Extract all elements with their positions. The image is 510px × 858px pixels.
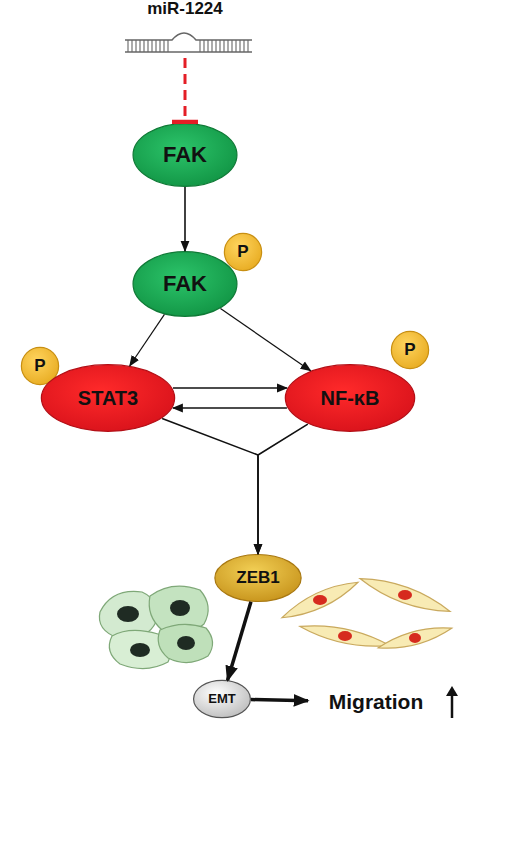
base-pair-ticks [128, 40, 248, 52]
transcription-factor-node: ZEB1 [214, 554, 302, 602]
node-label: EMT [208, 692, 235, 706]
node-label: P [34, 357, 45, 376]
activation-arrow [173, 407, 287, 408]
increase-arrow-shaft [451, 694, 454, 718]
cell-nucleus [338, 631, 352, 641]
ellipse-fill [391, 331, 428, 368]
activation-arrow [162, 419, 258, 554]
mirna-hairpin [125, 33, 252, 52]
activation-arrow [173, 387, 287, 388]
node-label: P [404, 341, 415, 360]
cell-nucleus [130, 643, 150, 657]
cell-nucleus [170, 600, 190, 616]
cell-nucleus [398, 590, 412, 600]
activation-arrow [228, 602, 251, 681]
ellipse-fill [285, 365, 414, 432]
mesenchymal-cells [279, 571, 454, 654]
cell-body [357, 571, 453, 619]
cell-nucleus [117, 606, 139, 622]
cell-body [377, 622, 454, 654]
node-label: FAK [163, 143, 207, 167]
cell-nucleus [313, 595, 327, 605]
ellipse-fill [41, 365, 174, 432]
ellipse-fill [224, 233, 261, 270]
process-node: EMT [193, 680, 251, 718]
cell-body [299, 620, 392, 653]
activation-arrow [130, 314, 165, 365]
ellipse-fill [133, 252, 237, 317]
activation-arrow [251, 700, 308, 701]
protein-node: STAT3 [40, 364, 176, 432]
cell-nucleus [409, 633, 421, 643]
node-label: P [237, 243, 248, 262]
node-label: ZEB1 [236, 569, 279, 588]
node-label: STAT3 [78, 387, 138, 409]
cell-nucleus [177, 636, 195, 650]
protein-node: FAK [132, 123, 238, 187]
inhibition-arrow [184, 58, 187, 123]
protein-node: FAK [132, 251, 238, 317]
activation-arrow [220, 309, 310, 371]
phosphate-badge: P [391, 331, 429, 369]
node-label: Migration [329, 690, 424, 713]
node-label: miR-1224 [147, 0, 223, 19]
activation-arrow [184, 187, 186, 251]
activation-arrow [258, 424, 308, 554]
cell-body [158, 624, 212, 662]
ellipse-fill [194, 680, 251, 717]
increase-arrow-head [446, 686, 458, 696]
mirna-label: miR-1224 [115, 0, 255, 58]
increase-arrow [446, 686, 458, 718]
rna-strand [125, 33, 252, 40]
node-label: NF-κB [321, 387, 380, 409]
node-label: FAK [163, 272, 207, 296]
ellipse-fill [215, 554, 301, 601]
phosphate-badge: P [224, 233, 262, 271]
outcome-label: Migration [308, 686, 444, 718]
epithelial-cells [99, 586, 212, 668]
ellipse-fill [133, 124, 237, 187]
protein-node: NF-κB [284, 364, 416, 432]
